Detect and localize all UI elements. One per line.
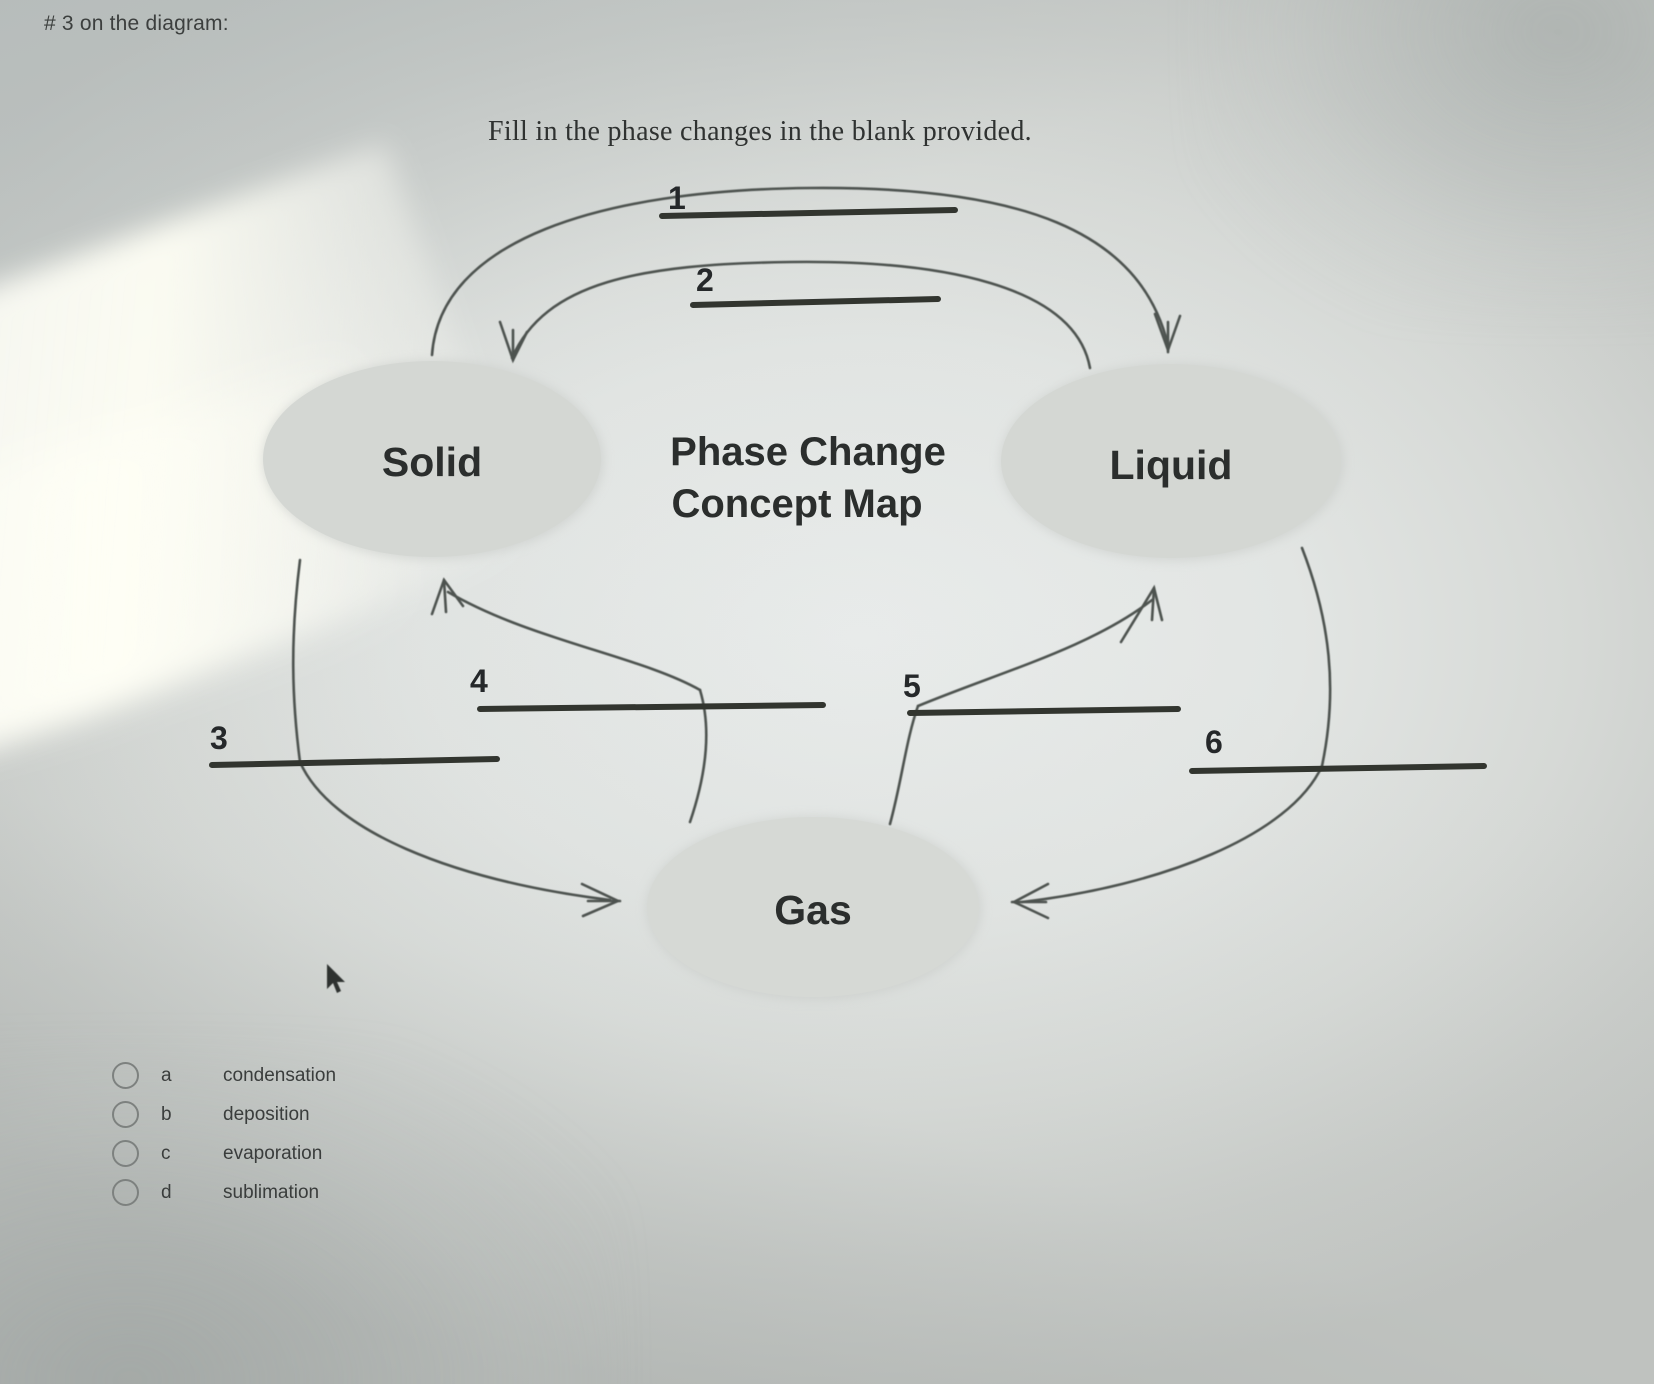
blank-3[interactable]: 3	[209, 720, 500, 768]
node-gas-label: Gas	[774, 887, 852, 933]
radio-button-b-icon[interactable]	[112, 1101, 139, 1128]
node-gas: Gas	[646, 816, 982, 1000]
answer-option-c-text: evaporation	[223, 1142, 323, 1164]
blank-4[interactable]: 4	[470, 663, 826, 712]
radio-button-c-icon[interactable]	[112, 1140, 139, 1167]
diagram-instruction: Fill in the phase changes in the blank p…	[488, 116, 1032, 147]
answer-options-list: a condensation b deposition c evaporatio…	[112, 1056, 632, 1212]
blank-5[interactable]: 5	[903, 668, 1181, 716]
blank-2[interactable]: 2	[690, 262, 941, 308]
question-prompt: # 3 on the diagram:	[44, 12, 229, 35]
arrow-6-tail	[1020, 764, 1324, 904]
answer-option-d-text: sublimation	[223, 1181, 320, 1203]
arrow-5-head	[1119, 584, 1164, 644]
blank-1-number: 1	[668, 180, 686, 216]
arrow-5-gas-to-liquid	[888, 704, 920, 826]
answer-option-d[interactable]: d sublimation	[112, 1173, 632, 1212]
node-solid: Solid	[262, 360, 604, 560]
answer-option-c-letter: c	[161, 1142, 171, 1164]
arrow-5-mid	[916, 598, 1154, 708]
radio-button-a-icon[interactable]	[112, 1062, 139, 1089]
blank-3-number: 3	[210, 720, 228, 756]
arrow-3-tail	[298, 760, 612, 902]
answer-option-b-text: deposition	[223, 1103, 310, 1125]
blank-lines-group: 1 2 3 4 5	[209, 180, 1487, 774]
answer-option-a-letter: a	[161, 1064, 172, 1086]
blank-1[interactable]: 1	[659, 180, 958, 219]
blank-4-number: 4	[470, 663, 488, 699]
answer-option-a-text: condensation	[223, 1064, 337, 1086]
blank-5-number: 5	[903, 668, 921, 704]
concept-map-title: Phase Change Concept Map	[670, 430, 946, 526]
arrow-4-gas-to-solid	[688, 688, 708, 824]
blank-2-number: 2	[696, 262, 714, 298]
concept-map-title-line1: Phase Change	[670, 430, 946, 474]
arrow-4-mid	[446, 590, 702, 692]
concept-map-title-line2: Concept Map	[671, 482, 922, 526]
node-solid-label: Solid	[382, 439, 482, 485]
node-liquid-label: Liquid	[1110, 442, 1233, 488]
blank-6[interactable]: 6	[1189, 724, 1487, 774]
arrow-1-solid-to-liquid	[430, 186, 1170, 357]
arrow-6-liquid-to-gas	[1300, 546, 1332, 768]
node-liquid: Liquid	[1000, 363, 1344, 561]
answer-option-b[interactable]: b deposition	[112, 1095, 632, 1134]
answer-option-b-letter: b	[161, 1103, 172, 1125]
answer-option-a[interactable]: a condensation	[112, 1056, 632, 1095]
arrow-4-head-stem	[442, 578, 448, 614]
blank-6-number: 6	[1205, 724, 1223, 760]
answer-option-d-letter: d	[161, 1181, 172, 1203]
arrow-2-liquid-to-solid	[510, 260, 1092, 370]
arrow-5-head-stem	[1150, 586, 1156, 622]
arrow-3-solid-to-gas	[291, 558, 302, 764]
answer-option-c[interactable]: c evaporation	[112, 1134, 632, 1173]
radio-button-d-icon[interactable]	[112, 1179, 139, 1206]
